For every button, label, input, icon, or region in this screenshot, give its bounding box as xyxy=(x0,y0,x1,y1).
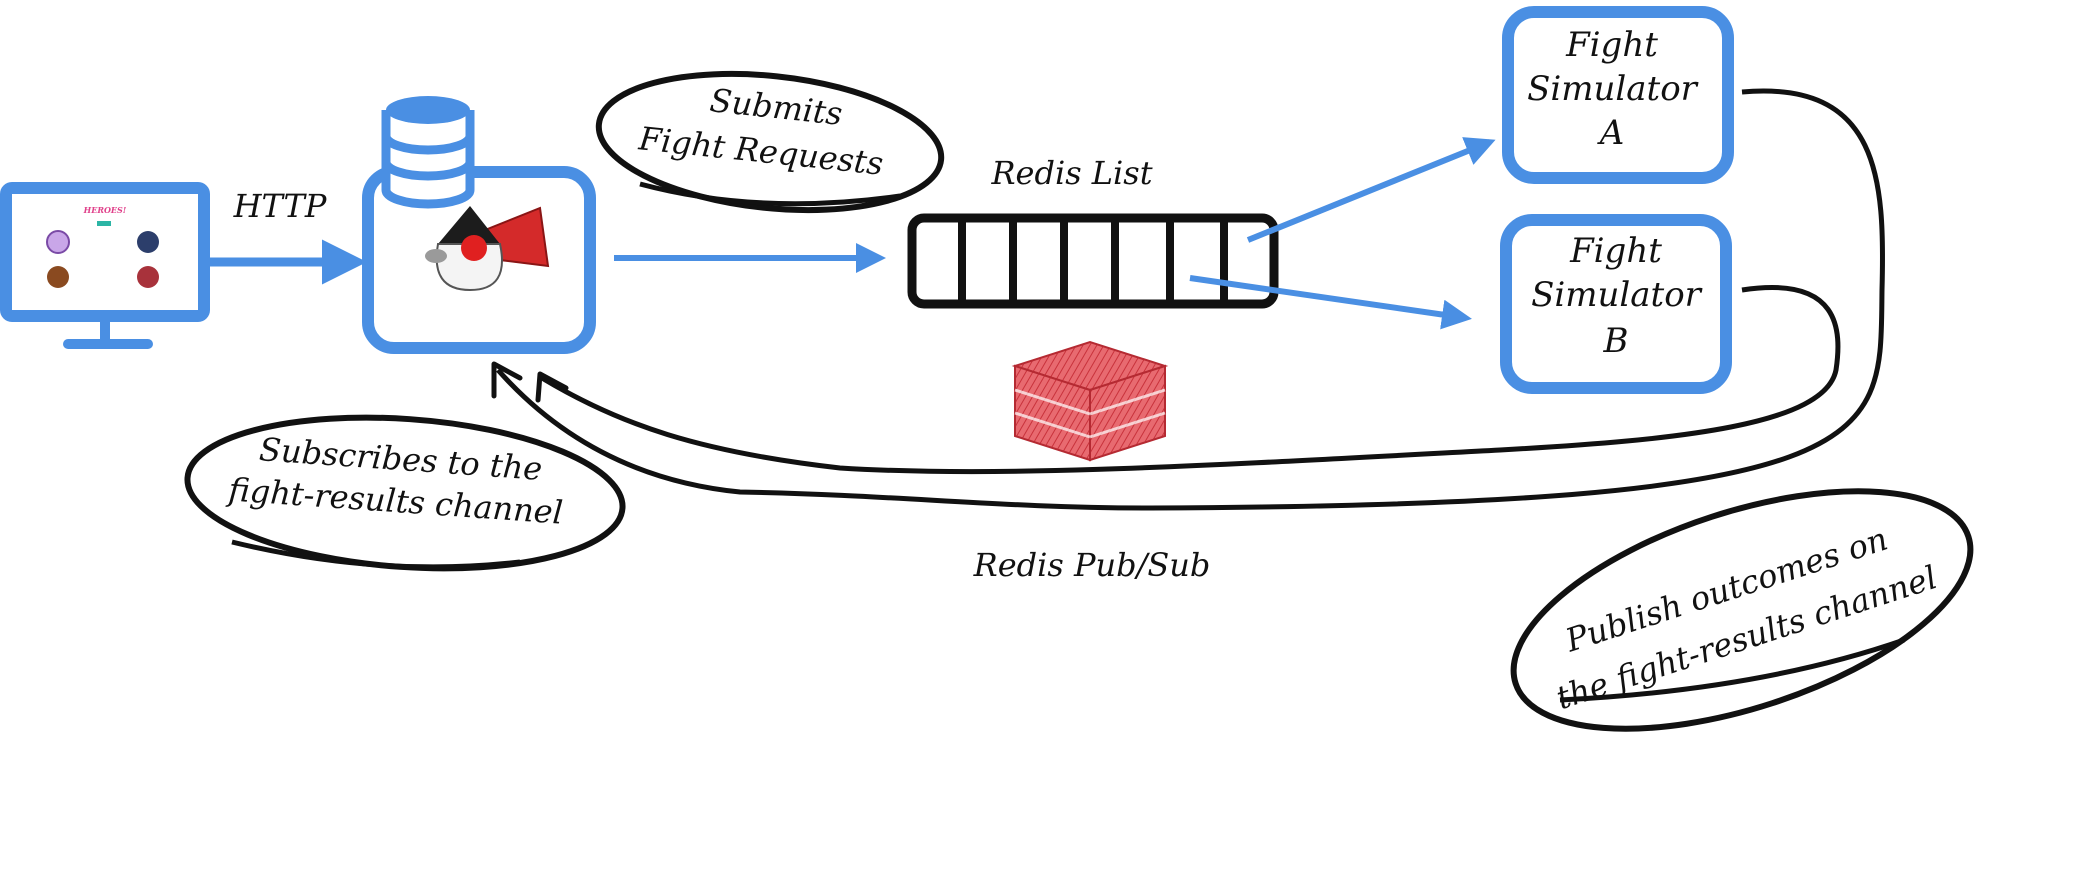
pubsub-label: Redis Pub/Sub xyxy=(973,546,1211,584)
submit-bubble: Submits Fight Requests xyxy=(595,70,945,214)
arrow-to-simulator-b xyxy=(1189,275,1472,330)
subscribe-bubble: Subscribes to the fight-results channel xyxy=(184,414,626,572)
java-duke-hero-icon xyxy=(425,206,550,292)
fight-simulator-a: Fight Simulator A xyxy=(1502,6,1734,184)
arrow-to-simulator-a xyxy=(1246,137,1496,243)
pubsub-line-from-b xyxy=(540,285,1841,475)
pubsub-line-from-a xyxy=(496,88,1886,511)
simulator-a-line2: Simulator xyxy=(1527,69,1699,109)
simulator-b-line1: Fight xyxy=(1569,231,1662,271)
hero-avatar xyxy=(137,266,159,288)
redis-list-queue xyxy=(907,213,1279,309)
pubsub-arrowhead xyxy=(491,361,523,399)
pubsub-arrowhead xyxy=(535,371,569,403)
simulator-b-line3: B xyxy=(1603,321,1629,361)
hero-avatar xyxy=(47,266,69,288)
hero-avatar xyxy=(137,231,159,253)
http-label: HTTP xyxy=(233,187,327,225)
database-icon xyxy=(381,96,475,209)
simulator-a-line3: A xyxy=(1597,113,1625,153)
fights-service xyxy=(362,96,596,354)
simulator-b-line2: Simulator xyxy=(1531,275,1703,315)
simulator-a-line1: Fight xyxy=(1565,25,1658,65)
monitor-screen-title: HEROES! xyxy=(83,205,127,215)
hero-avatar xyxy=(46,230,70,254)
redis-logo-icon xyxy=(1011,340,1169,462)
fight-simulator-b: Fight Simulator B xyxy=(1500,214,1732,394)
redis-list-label: Redis List xyxy=(990,154,1152,192)
client-monitor: HEROES! xyxy=(0,182,210,349)
monitor-screen-button xyxy=(97,221,111,226)
